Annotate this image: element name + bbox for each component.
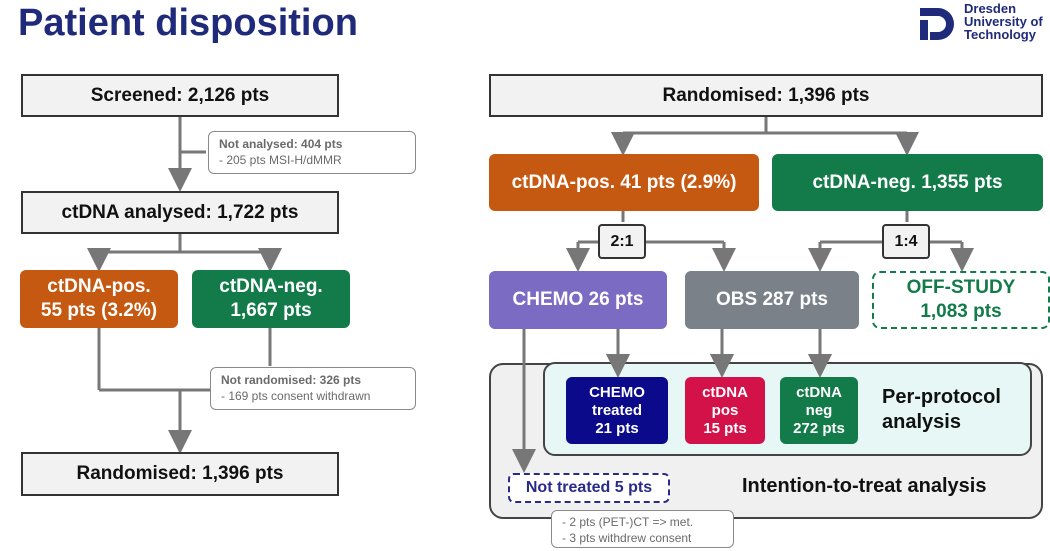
chemo-arm-box: CHEMO 26 pts bbox=[489, 271, 667, 329]
page-title: Patient disposition bbox=[18, 2, 358, 44]
pp-ctdna-pos-box: ctDNA pos 15 pts bbox=[685, 377, 765, 444]
off-study-label: OFF-STUDY bbox=[906, 277, 1016, 299]
per-protocol-line-2: analysis bbox=[882, 411, 961, 433]
pp-ctdna-neg-box: ctDNA neg 272 pts bbox=[780, 377, 858, 444]
off-study-count: 1,083 pts bbox=[920, 301, 1002, 322]
not-randomised-detail: - 169 pts consent withdrawn bbox=[221, 389, 371, 404]
rand-ctdna-pos-box: ctDNA-pos. 41 pts (2.9%) bbox=[489, 154, 759, 211]
university-logo: Dresden University of Technology bbox=[918, 2, 1048, 48]
ratio-pos-box: 2:1 bbox=[598, 224, 646, 259]
randomised-box-right: Randomised: 1,396 pts bbox=[489, 74, 1043, 117]
logo-line-2: University of bbox=[964, 14, 1043, 29]
not-treated-detail-1: - 2 pts (PET-)CT => met. bbox=[562, 515, 694, 529]
screened-box: Screened: 2,126 pts bbox=[21, 74, 339, 117]
pp-box-line: ctDNA bbox=[796, 383, 842, 401]
rand-ctdna-neg-box: ctDNA-neg. 1,355 pts bbox=[772, 154, 1043, 211]
not-randomised-head: Not randomised: 326 pts bbox=[221, 373, 362, 387]
ctdna-neg-label: ctDNA-neg. bbox=[219, 276, 323, 298]
not-analysed-head: Not analysed: 404 pts bbox=[219, 137, 343, 151]
logo-line-1: Dresden bbox=[964, 1, 1017, 16]
ctdna-pos-count: 55 pts (3.2%) bbox=[40, 300, 158, 321]
ctdna-analysed-box: ctDNA analysed: 1,722 pts bbox=[21, 191, 339, 234]
ctdna-pos-label: ctDNA-pos. bbox=[47, 276, 151, 298]
per-protocol-label: Per-protocol analysis bbox=[882, 385, 1001, 435]
pp-box-line: CHEMO bbox=[589, 383, 645, 401]
ctdna-neg-count: 1,667 pts bbox=[230, 300, 312, 321]
not-analysed-detail: - 205 pts MSI-H/dMMR bbox=[219, 153, 342, 168]
pp-box-line: 15 pts bbox=[703, 419, 747, 437]
pp-chemo-treated-box: CHEMO treated 21 pts bbox=[566, 377, 668, 444]
pp-box-line: treated bbox=[591, 401, 643, 419]
pp-box-line: neg bbox=[805, 401, 833, 419]
not-treated-box: Not treated 5 pts bbox=[508, 473, 670, 503]
pp-box-line: ctDNA bbox=[702, 383, 748, 401]
obs-arm-box: OBS 287 pts bbox=[685, 271, 859, 329]
ctdna-neg-box: ctDNA-neg. 1,667 pts bbox=[192, 270, 350, 328]
tud-logo-icon bbox=[920, 8, 954, 40]
pp-box-line: pos bbox=[711, 401, 739, 419]
itt-label: Intention-to-treat analysis bbox=[742, 475, 987, 497]
not-treated-detail-2: - 3 pts withdrew consent bbox=[562, 531, 692, 546]
not-analysed-note: Not analysed: 404 pts - 205 pts MSI-H/dM… bbox=[208, 131, 416, 174]
pp-box-line: 21 pts bbox=[595, 419, 639, 437]
ratio-neg-box: 1:4 bbox=[882, 224, 930, 259]
logo-line-3: Technology bbox=[964, 27, 1036, 42]
not-randomised-note: Not randomised: 326 pts - 169 pts consen… bbox=[210, 367, 416, 410]
pp-box-line: 272 pts bbox=[793, 419, 845, 437]
randomised-box-left: Randomised: 1,396 pts bbox=[21, 452, 339, 496]
not-treated-note: - 2 pts (PET-)CT => met. - 3 pts withdre… bbox=[551, 510, 734, 548]
ctdna-pos-box: ctDNA-pos. 55 pts (3.2%) bbox=[20, 270, 178, 328]
per-protocol-line-1: Per-protocol bbox=[882, 386, 1001, 408]
logo-text: Dresden University of Technology bbox=[964, 2, 1043, 41]
off-study-box: OFF-STUDY 1,083 pts bbox=[872, 271, 1050, 329]
